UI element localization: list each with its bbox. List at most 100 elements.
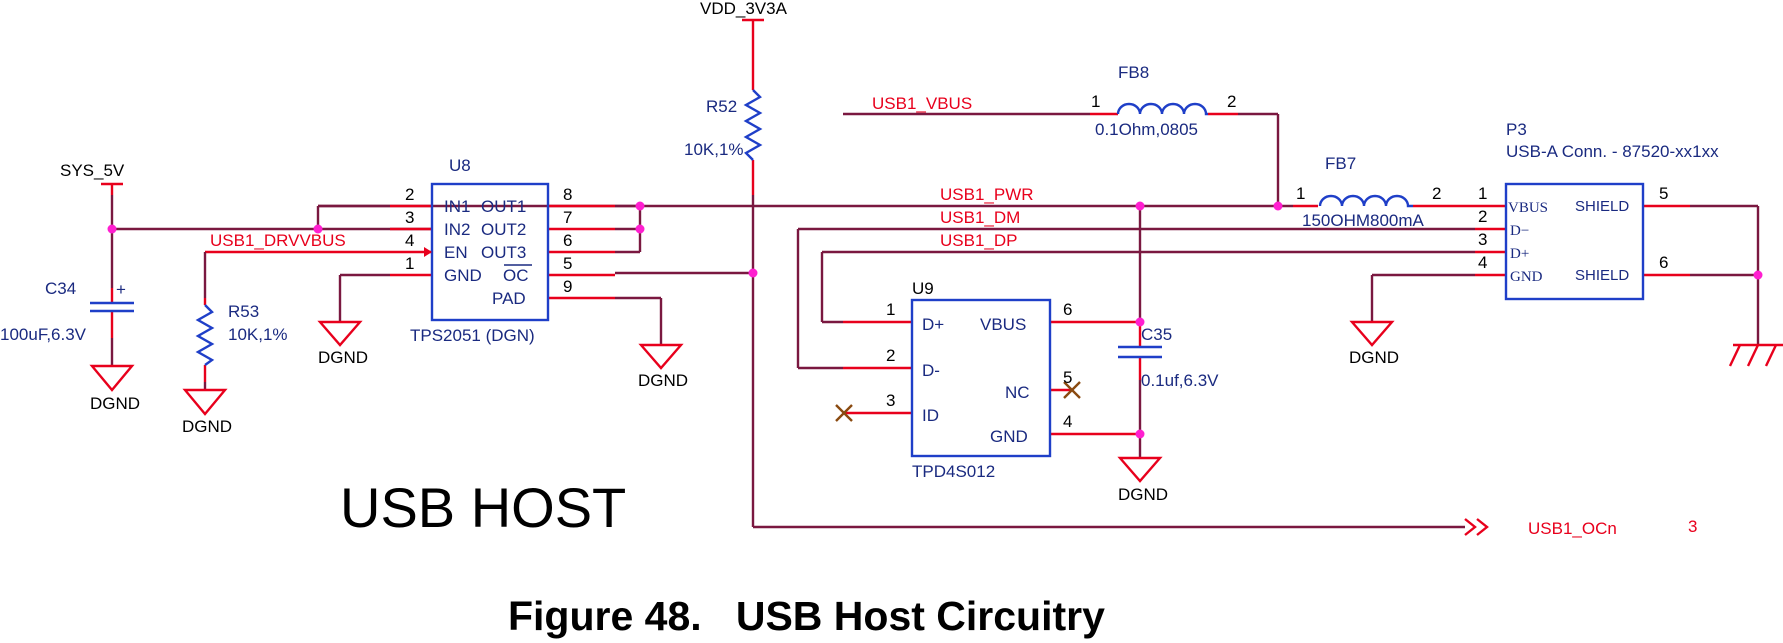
r52-resistor-symbol (743, 89, 763, 161)
pin-name: D- (922, 361, 940, 380)
net-label-usb1-vbus: USB1_VBUS (872, 94, 972, 113)
net-label-usb1-dm: USB1_DM (940, 208, 1020, 227)
vdd-3v3a-label: VDD_3V3A (700, 0, 788, 18)
pin-number: 4 (1478, 253, 1487, 272)
fb7-value: 150OHM800mA (1302, 211, 1425, 230)
junction-dot (1135, 201, 1145, 211)
junction-dot (635, 224, 645, 234)
ground-label: DGND (182, 417, 232, 436)
junction-dot (1273, 201, 1283, 211)
pin-name: GND (444, 266, 482, 285)
junction-dot (1135, 317, 1145, 327)
r52-ref: R52 (706, 97, 737, 116)
pin-name: IN1 (444, 197, 470, 216)
pin-number: 2 (1478, 207, 1487, 226)
p3-connector-body (1504, 182, 1645, 301)
r53-value: 10K,1% (228, 325, 288, 344)
pin-number: 3 (1478, 230, 1487, 249)
p3-left-pin-numbers: 1 2 3 4 (1478, 184, 1487, 272)
pin-number: 5 (563, 254, 572, 273)
pin-name: PAD (492, 289, 526, 308)
pin-number: 6 (1659, 253, 1668, 272)
ground-icon (182, 388, 228, 416)
pin-name: D− (1510, 223, 1529, 239)
net-label-usb1-ocn: USB1_OCn (1528, 519, 1617, 538)
pin-name: OUT1 (481, 197, 526, 216)
pin-number: 3 (886, 391, 895, 410)
fb7-pin1: 1 (1296, 184, 1305, 203)
off-page-reference: 3 (1688, 517, 1697, 536)
pin-number: 9 (563, 277, 572, 296)
pin-name: VBUS (1508, 200, 1548, 216)
junction-dot (748, 268, 758, 278)
ground-label: DGND (318, 348, 368, 367)
fb7-pin2: 2 (1432, 184, 1441, 203)
pin-name: D+ (1510, 246, 1529, 262)
u9-left-pin-names: D+ D- ID (922, 315, 944, 425)
off-page-connector-icon (1464, 518, 1489, 536)
p3-ref: P3 (1506, 120, 1527, 139)
u8-right-pin-numbers: 8 7 6 5 9 (563, 185, 572, 296)
fb7-ref: FB7 (1325, 154, 1356, 173)
no-connect-x-icon (1063, 381, 1081, 399)
c34-capacitor-symbol (90, 301, 134, 313)
pin-number: 1 (405, 254, 414, 273)
en-arrow-icon (424, 247, 432, 257)
junction-dot (107, 224, 117, 234)
c35-value: 0.1uf,6.3V (1141, 371, 1219, 390)
ground-label: DGND (638, 371, 688, 390)
ground-icon (89, 364, 135, 392)
pin-number: 1 (1478, 184, 1487, 203)
ground-label: DGND (90, 394, 140, 413)
ground-label: DGND (1118, 485, 1168, 504)
p3-left-pin-names: VBUS D− D+ GND (1508, 200, 1548, 285)
fb8-value: 0.1Ohm,0805 (1095, 120, 1198, 139)
pin-number: 4 (405, 231, 414, 250)
net-label-usb1-drvvbus: USB1_DRVVBUS (210, 231, 346, 250)
wires (101, 18, 1760, 529)
c34-value: 100uF,6.3V (0, 325, 87, 344)
pin-name: SHIELD (1575, 198, 1629, 215)
r52-value: 10K,1% (684, 140, 744, 159)
figure-caption: Figure 48. USB Host Circuitry (508, 593, 1105, 639)
u9-right-pin-numbers: 6 5 4 (1063, 300, 1072, 431)
pin-name: ID (922, 406, 939, 425)
pin-name: GND (1510, 269, 1543, 285)
section-title: USB HOST (340, 476, 626, 539)
junction-dot (635, 201, 645, 211)
c35-capacitor-symbol (1118, 345, 1162, 359)
p3-right-pin-names: SHIELD SHIELD (1575, 198, 1629, 284)
u9-ref: U9 (912, 279, 934, 298)
pin-number: 7 (563, 208, 572, 227)
ground-icon (1349, 320, 1395, 347)
net-label-usb1-pwr: USB1_PWR (940, 185, 1034, 204)
fb8-ferrite-symbol (1116, 102, 1208, 116)
pin-number: 6 (563, 231, 572, 250)
ground-icon (638, 343, 684, 370)
fb7-ferrite-symbol (1318, 194, 1413, 208)
pin-name: EN (444, 243, 468, 262)
u8-left-pin-names: IN1 IN2 EN GND (444, 197, 482, 285)
p3-right-pin-numbers: 5 6 (1659, 184, 1668, 272)
pin-name: NC (1005, 383, 1030, 402)
c34-ref: C34 (45, 279, 76, 298)
pin-number: 6 (1063, 300, 1072, 319)
junction-dot (1753, 270, 1763, 280)
ground-label: DGND (1349, 348, 1399, 367)
u9-part: TPD4S012 (912, 462, 995, 481)
pin-name: D+ (922, 315, 944, 334)
pin-name: OUT2 (481, 220, 526, 239)
pin-number: 3 (405, 208, 414, 227)
junctions (107, 201, 1763, 439)
chassis-ground-icon (1728, 343, 1783, 367)
r53-ref: R53 (228, 302, 259, 321)
junction-dot (1135, 429, 1145, 439)
c34-polarity: + (116, 280, 126, 299)
net-label-usb1-dp: USB1_DP (940, 231, 1017, 250)
u9-left-pin-numbers: 1 2 3 (886, 300, 895, 410)
pin-number: 5 (1063, 368, 1072, 387)
u8-part: TPS2051 (DGN) (410, 326, 535, 345)
pin-number: 1 (886, 300, 895, 319)
fb8-pin2: 2 (1227, 92, 1236, 111)
pin-name: OC (503, 266, 529, 285)
